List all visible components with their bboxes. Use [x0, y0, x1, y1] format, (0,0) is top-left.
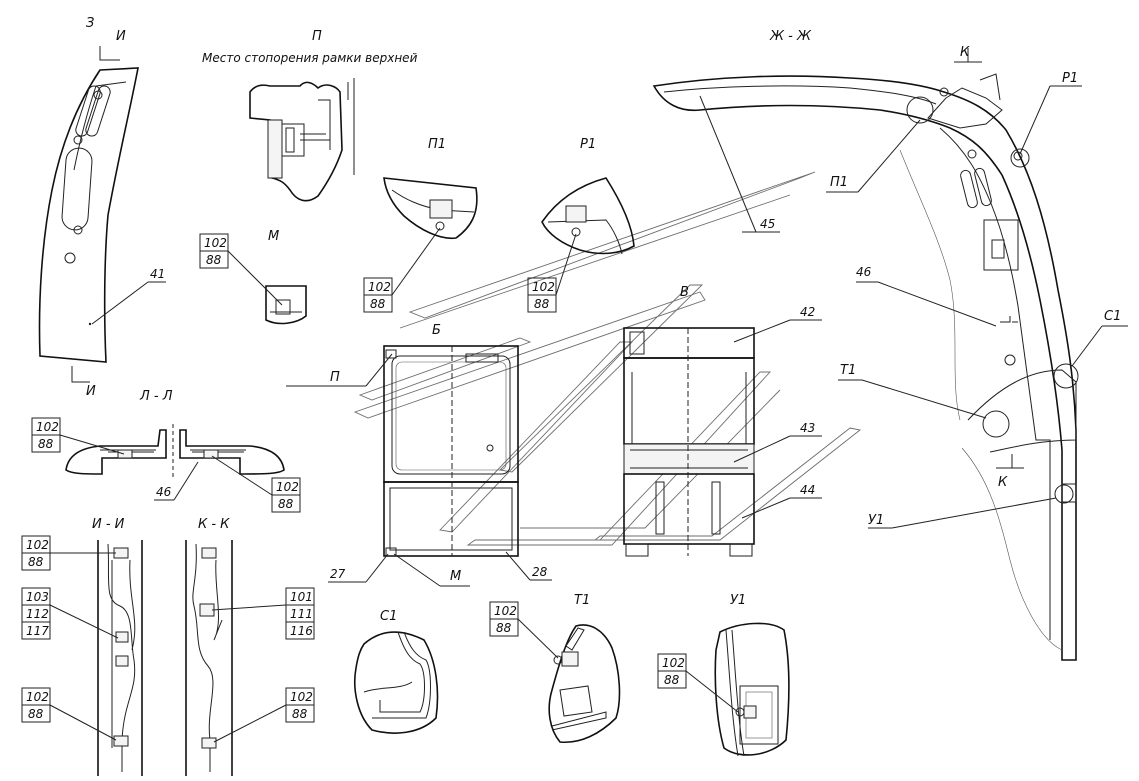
box-i1-88 — [21, 552, 51, 571]
box-l1-88 — [31, 434, 61, 453]
view-k-title: К - К — [198, 517, 230, 532]
box-l1-top-text: 102 — [36, 420, 59, 434]
box-l1-bot-text: 88 — [38, 437, 54, 451]
view-v-title: В — [680, 285, 689, 300]
view-u1-title: У1 — [730, 593, 746, 608]
view-c1-detail — [353, 631, 439, 734]
view-v-detail — [623, 327, 755, 557]
view-c1-title: С1 — [380, 609, 397, 624]
box-t1-88 — [489, 618, 519, 637]
view-p-caption: Место стопорения рамки верхней — [202, 51, 418, 65]
box-m-top-text: 102 — [204, 236, 227, 250]
box-u1-88 — [657, 670, 687, 689]
box-i2-117 — [21, 621, 51, 640]
callout-circle-u1 — [1054, 484, 1074, 504]
box-i3-bot-text: 88 — [28, 707, 44, 721]
callout-circle-c1 — [1053, 363, 1079, 389]
view-i-detail — [97, 540, 143, 776]
label-27: 27 — [330, 567, 346, 581]
callout-circle-t1 — [982, 410, 1010, 438]
label-45: 45 — [760, 217, 775, 231]
view-u1-detail — [714, 622, 790, 757]
box-i3-88 — [21, 704, 51, 723]
box-k1-a-text: 101 — [290, 590, 313, 604]
view-m-detail — [265, 285, 307, 325]
box-k2-top-text: 102 — [290, 690, 313, 704]
label-ref-c1: С1 — [1104, 309, 1121, 324]
box-t1-top-text: 102 — [494, 604, 517, 618]
view-l-detail — [65, 424, 285, 480]
watermark-logo — [353, 171, 862, 546]
view-p-detail — [249, 78, 355, 202]
box-k1-c-text: 116 — [290, 624, 313, 638]
box-i2-a-text: 103 — [26, 590, 49, 604]
label-42: 42 — [800, 305, 815, 319]
box-i1-bot-text: 88 — [28, 555, 44, 569]
label-43: 43 — [800, 421, 815, 435]
leader-41 — [91, 281, 149, 325]
box-p1-top-text: 102 — [368, 280, 391, 294]
view-m-title: М — [268, 229, 279, 244]
view-p1-detail — [383, 177, 478, 240]
view-k-detail — [185, 540, 233, 776]
label-ref-r1: Р1 — [1062, 71, 1078, 86]
view-t1-title: Т1 — [574, 593, 590, 608]
label-ref-m: М — [450, 569, 461, 584]
label-ref-u1: У1 — [868, 513, 884, 528]
box-i1-top-text: 102 — [26, 538, 49, 552]
view-zh-detail — [652, 73, 1077, 661]
view-r1-title: Р1 — [580, 137, 596, 152]
label-41: 41 — [150, 267, 165, 281]
label-46-main: 46 — [856, 265, 872, 279]
box-t1-bot-text: 88 — [496, 621, 512, 635]
cut-mark-i-top: И — [116, 29, 126, 44]
label-ref-p: П — [330, 370, 340, 385]
label-28: 28 — [532, 565, 548, 579]
box-k1-b-text: 111 — [290, 607, 313, 621]
box-k1-116 — [285, 621, 315, 640]
box-p1-88 — [363, 294, 393, 313]
box-l2-88 — [271, 494, 301, 513]
box-m-88 — [199, 250, 229, 269]
box-k2-88 — [285, 704, 315, 723]
box-l2-bot-text: 88 — [278, 497, 294, 511]
label-ref-t1: Т1 — [840, 363, 856, 378]
view-i-title: И - И — [92, 517, 125, 532]
label-46-l: 46 — [156, 485, 172, 499]
view-b-title: Б — [432, 323, 441, 338]
view-zh-title: Ж - Ж — [769, 29, 812, 44]
label-ref-p1: П1 — [830, 175, 848, 190]
view-b-detail — [383, 345, 519, 557]
view-p-title: П — [312, 29, 322, 44]
view-t1-detail — [548, 624, 621, 744]
cut-mark-i-bottom: И — [86, 384, 96, 399]
box-m-bot-text: 88 — [206, 253, 222, 267]
callout-circle-r1 — [1010, 148, 1030, 168]
box-l2-top-text: 102 — [276, 480, 299, 494]
view-p1-title: П1 — [428, 137, 446, 152]
label-44: 44 — [800, 483, 815, 497]
box-i2-c-text: 117 — [26, 624, 49, 638]
box-i2-b-text: 112 — [26, 607, 49, 621]
cut-mark-k-bottom: К — [998, 475, 1008, 490]
view-z-title: З — [86, 16, 94, 31]
cut-mark-k-top: К — [960, 45, 970, 60]
box-p1-bot-text: 88 — [370, 297, 386, 311]
box-r1-88 — [527, 294, 557, 313]
box-u1-top-text: 102 — [662, 656, 685, 670]
view-r1-detail — [541, 177, 635, 255]
box-k2-bot-text: 88 — [292, 707, 308, 721]
callout-circle-p1 — [906, 96, 934, 124]
view-l-title: Л - Л — [139, 389, 173, 404]
box-r1-top-text: 102 — [532, 280, 555, 294]
box-i3-top-text: 102 — [26, 690, 49, 704]
box-u1-bot-text: 88 — [664, 673, 680, 687]
view-z — [38, 46, 139, 383]
box-r1-bot-text: 88 — [534, 297, 550, 311]
